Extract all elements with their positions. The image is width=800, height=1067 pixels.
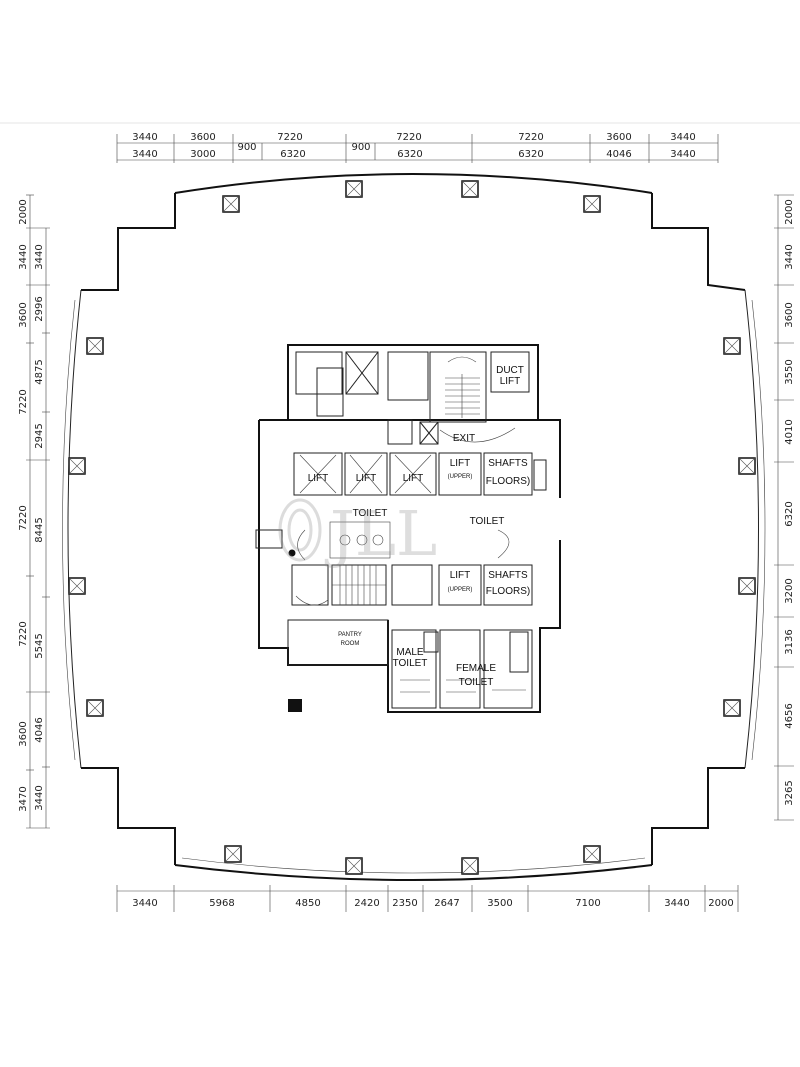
dim-left-inner-7: 4046: [34, 717, 45, 742]
bottom-dimension-chain: 3440 5968 4850 2420 2350 2647 3500 7100 …: [116, 885, 739, 912]
dim-bottom-6: 2647: [434, 898, 459, 909]
left-dimension-chain: 2000 3440 3600 7220 7220 7220 3600 3470 …: [18, 194, 50, 829]
label-lift-5: LIFT: [450, 570, 471, 581]
label-lift-2: LIFT: [356, 473, 377, 484]
dim-top2-4: 6320: [280, 149, 305, 160]
dim-left-outer-4: 7220: [18, 389, 29, 414]
building-core: EXIT DUCT LIFT LIFT LIFT LIFT LIFT (UPPE…: [255, 344, 561, 713]
dim-top2-7: 6320: [518, 149, 543, 160]
dim-left-outer-3: 3600: [18, 302, 29, 327]
label-lift-4: LIFT: [450, 458, 471, 469]
dim-top2-2: 3000: [190, 149, 215, 160]
label-pantry-bottom: ROOM: [341, 641, 360, 647]
dim-top2-6: 6320: [397, 149, 422, 160]
label-pantry-top: PANTRY: [338, 632, 362, 638]
dim-bottom-7: 3500: [487, 898, 512, 909]
dim-bottom-5: 2350: [392, 898, 417, 909]
watermark: JLL: [278, 497, 437, 570]
dim-left-outer-1: 2000: [18, 199, 29, 224]
dim-left-inner-1: 3440: [34, 244, 45, 269]
label-lift-upper-2: (UPPER): [448, 587, 473, 593]
dim-bottom-3: 4850: [295, 898, 320, 909]
dim-top1-4: 7220: [396, 132, 421, 143]
dim-left-outer-6: 7220: [18, 621, 29, 646]
dim-left-inner-4: 2945: [34, 423, 45, 448]
label-shafts-1: SHAFTS: [488, 458, 528, 469]
dim-right-5: 4010: [784, 419, 795, 444]
marker-dot: [288, 549, 296, 557]
label-female-top: FEMALE: [456, 663, 496, 674]
label-exit: EXIT: [453, 433, 475, 444]
dim-right-6: 6320: [784, 501, 795, 526]
label-duct-lift-top: DUCT: [496, 365, 524, 376]
label-male-bottom: TOILET: [393, 658, 428, 669]
dim-bottom-4: 2420: [354, 898, 379, 909]
dim-right-2: 3440: [784, 244, 795, 269]
dim-right-9: 4656: [784, 703, 795, 728]
dim-top2-3: 900: [237, 142, 256, 153]
dim-left-inner-2: 2996: [34, 296, 45, 321]
dim-top2-9: 3440: [670, 149, 695, 160]
right-dimension-chain: 2000 3440 3600 3550 4010 6320 3200 3136 …: [774, 194, 795, 821]
small-column: [288, 699, 302, 712]
label-toilet-right: TOILET: [470, 516, 505, 527]
pantry-room: [287, 619, 389, 666]
dim-bottom-9: 3440: [664, 898, 689, 909]
top-dimension-chain: 3440 3600 7220 7220 7220 3600 3440 3440 …: [116, 132, 719, 163]
dim-left-outer-5: 7220: [18, 505, 29, 530]
label-shafts-1-sub: FLOORS): [486, 476, 530, 487]
dim-top1-1: 3440: [132, 132, 157, 143]
dim-left-inner-5: 8445: [34, 517, 45, 542]
dim-top1-3: 7220: [277, 132, 302, 143]
dim-right-1: 2000: [784, 199, 795, 224]
dim-left-inner-6: 5545: [34, 633, 45, 658]
dim-top1-6: 3600: [606, 132, 631, 143]
watermark-text: JLL: [324, 497, 437, 570]
dim-right-3: 3600: [784, 302, 795, 327]
dim-left-outer-2: 3440: [18, 244, 29, 269]
dim-top1-2: 3600: [190, 132, 215, 143]
dim-top1-5: 7220: [518, 132, 543, 143]
dim-bottom-2: 5968: [209, 898, 234, 909]
dim-right-7: 3200: [784, 578, 795, 603]
dim-left-outer-8: 3470: [18, 786, 29, 811]
dim-top2-8: 4046: [606, 149, 631, 160]
dim-left-outer-7: 3600: [18, 721, 29, 746]
dim-right-8: 3136: [784, 629, 795, 654]
label-shafts-2-sub: FLOORS): [486, 586, 530, 597]
label-female-bottom: TOILET: [459, 677, 494, 688]
dim-top2-1: 3440: [132, 149, 157, 160]
riser-box: [255, 529, 283, 549]
label-lift-1: LIFT: [308, 473, 329, 484]
column-hatching: [68, 180, 756, 875]
label-duct-lift-bottom: LIFT: [500, 376, 521, 387]
dim-right-4: 3550: [784, 359, 795, 384]
dim-top1-7: 3440: [670, 132, 695, 143]
label-toilet-left: TOILET: [353, 508, 388, 519]
dim-bottom-1: 3440: [132, 898, 157, 909]
dim-left-inner-8: 3440: [34, 785, 45, 810]
dim-bottom-8: 7100: [575, 898, 600, 909]
label-lift-upper-1: (UPPER): [448, 474, 473, 480]
building-outline: [62, 173, 766, 881]
dim-left-inner-3: 4875: [34, 359, 45, 384]
label-lift-3: LIFT: [403, 473, 424, 484]
label-male-top: MALE: [396, 647, 424, 658]
label-shafts-2: SHAFTS: [488, 570, 528, 581]
dim-top2-5: 900: [351, 142, 370, 153]
dim-right-10: 3265: [784, 780, 795, 805]
dim-bottom-10: 2000: [708, 898, 733, 909]
